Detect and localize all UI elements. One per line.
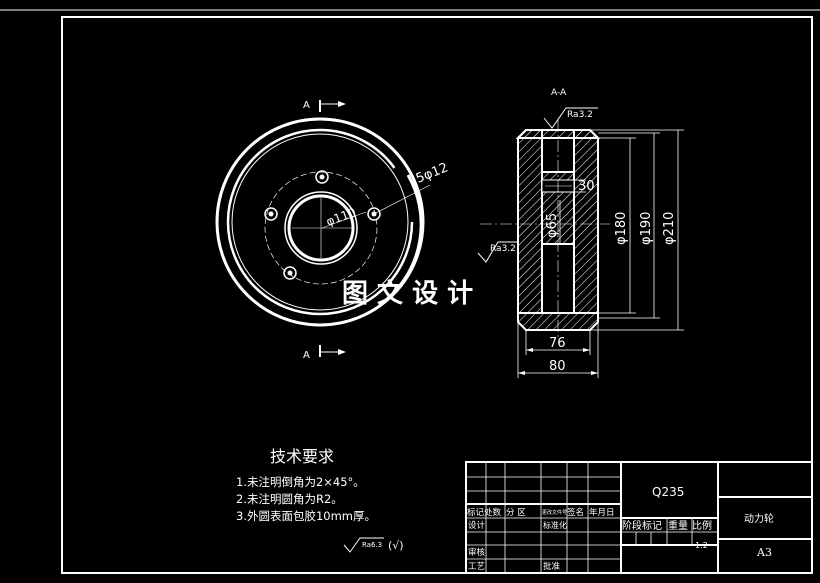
title-block-label: 标准化	[543, 520, 567, 530]
roughness-label: Ra3.2	[567, 110, 593, 120]
title-block-label: 审核	[468, 547, 486, 558]
title-block-label: 处数	[484, 507, 502, 518]
roughness-suffix: (√)	[388, 539, 404, 552]
section-mark-label: A	[303, 100, 310, 111]
tech-requirements-title: 技术要求	[270, 447, 334, 466]
title-block-label: 重量	[668, 519, 688, 532]
tech-requirement-item: 3.外圆表面包胶10mm厚。	[236, 509, 376, 523]
dim-d190: φ190	[639, 212, 654, 245]
title-block	[465, 461, 813, 574]
hole-pattern-dimension: 5φ12	[414, 160, 451, 186]
dim-80: 80	[549, 359, 566, 374]
roughness-symbol	[543, 107, 598, 129]
roughness-note: Ra6.3	[362, 541, 382, 549]
scale-value: 1:2	[695, 541, 708, 550]
section-mark-label: A	[303, 350, 310, 361]
watermark-text: 图 文 设 计	[342, 278, 473, 309]
title-block-label: 标记	[467, 507, 485, 518]
dim-d210: φ210	[662, 212, 677, 245]
title-block-label: 工艺	[468, 562, 485, 572]
title-block-label: 设计	[468, 520, 486, 531]
title-block-label: 比例	[692, 519, 712, 532]
dim-76: 76	[549, 336, 566, 351]
bolt-hole	[315, 170, 329, 184]
title-block-label: 年月日	[589, 507, 615, 518]
section-view-title: A-A	[551, 88, 567, 98]
title-block-label: 批准	[543, 561, 561, 572]
front-view	[215, 117, 431, 327]
vertical-dimensions	[559, 129, 684, 331]
dim-d180: φ180	[614, 212, 629, 245]
material-label: Q235	[652, 485, 684, 499]
sheet-frame	[0, 9, 820, 574]
part-name: 动力轮	[744, 512, 774, 525]
title-block-label: 分 区	[506, 508, 526, 518]
tech-requirement-item: 2.未注明圆角为R2。	[236, 492, 343, 506]
dim-d65: φ65	[545, 213, 560, 238]
section-view	[480, 120, 610, 340]
sheet-size: A3	[756, 546, 772, 559]
roughness-symbol	[343, 537, 384, 553]
bolt-hole	[264, 207, 278, 221]
roughness-label: Ra3.2	[490, 244, 516, 254]
section-cut-marks	[319, 100, 346, 357]
dim-30: 30	[578, 179, 595, 194]
horizontal-dimensions	[517, 322, 599, 378]
bolt-hole	[283, 266, 297, 280]
tech-requirement-item: 1.未注明倒角为2×45°。	[236, 475, 365, 489]
roughness-symbol	[477, 241, 518, 263]
title-block-label: 签名	[567, 507, 584, 518]
title-block-label: 更改文件号	[542, 509, 567, 516]
title-block-label: 阶段标记	[622, 519, 662, 532]
